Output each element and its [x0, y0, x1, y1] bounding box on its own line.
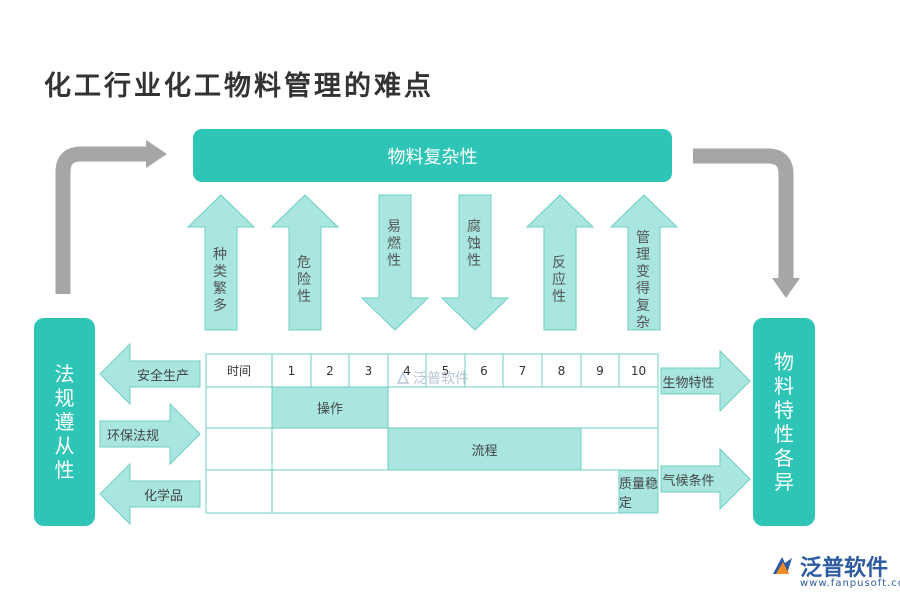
vertical-arrow-label-char: 险	[297, 272, 311, 289]
regulatory-compliance-char: 性	[54, 458, 75, 482]
vertical-arrow-label-char: 性	[297, 289, 311, 306]
vertical-arrow-label-char: 管	[636, 229, 650, 246]
right-arrow-label: 生物特性	[662, 376, 715, 391]
vertical-arrow-label-char: 性	[387, 253, 401, 270]
material-properties-char: 特	[774, 398, 794, 422]
timeline-bar-label: 质量稳定	[619, 476, 659, 511]
vertical-arrow-label-char: 危	[297, 255, 311, 271]
material-properties-char: 异	[774, 470, 794, 494]
watermark-logo-icon	[396, 371, 410, 384]
right-curved-arrow	[693, 148, 794, 278]
vertical-arrow-label-char: 蚀	[467, 236, 481, 253]
timeline-bar	[272, 387, 388, 428]
timeline-border	[205, 353, 659, 514]
vertical-arrow-label-char: 变	[636, 263, 650, 280]
vertical-arrow-label-char: 杂	[636, 314, 650, 331]
left-arrow-shape	[99, 342, 201, 406]
left-curved-arrow	[55, 146, 146, 294]
timeline-bar-label: 流程	[471, 443, 498, 459]
left-arrow-label: 环保法规	[107, 429, 160, 444]
material-complexity-label: 物料复杂性	[387, 146, 478, 168]
timeline-header-period: 9	[596, 363, 604, 378]
material-properties-char: 料	[774, 374, 794, 398]
timeline-header-period: 6	[480, 363, 488, 378]
material-properties-char: 各	[774, 446, 794, 470]
vertical-arrow-up	[525, 194, 595, 331]
vertical-arrow-label-char: 复	[636, 297, 650, 314]
left-curved-arrow-head	[146, 140, 167, 168]
left-arrow-label: 化学品	[144, 489, 184, 504]
material-properties-label: 物料特性各异	[774, 350, 794, 494]
vertical-arrow-label-char: 应	[552, 272, 566, 289]
vertical-arrow-label: 反应性	[552, 255, 566, 306]
vertical-arrow-label-char: 多	[213, 297, 227, 314]
vertical-arrow-down	[360, 194, 430, 331]
material-properties-box: 物料特性各异	[753, 318, 815, 526]
timeline-bar	[388, 428, 581, 470]
right-arrow-label: 气候条件	[662, 474, 715, 489]
timeline-header-period: 4	[403, 363, 411, 378]
brand-logo-icon	[773, 557, 792, 574]
watermark: 泛普软件	[396, 368, 469, 388]
material-complexity-box: 物料复杂性	[193, 129, 672, 182]
regulatory-compliance-char: 遵	[54, 410, 75, 434]
timeline-header-period: 2	[326, 363, 334, 378]
right-arrow-shape	[660, 447, 751, 511]
left-arrow-shape	[99, 402, 201, 466]
vertical-arrow-label-char: 理	[636, 246, 650, 263]
left-arrow-label: 安全生产	[137, 369, 190, 384]
timeline-header-period: 5	[441, 363, 450, 378]
right-arrow-shape	[660, 349, 751, 413]
vertical-arrow-up	[186, 194, 256, 331]
vertical-arrow-label-char: 类	[213, 263, 227, 280]
regulatory-compliance-char: 从	[54, 434, 75, 458]
vertical-arrow-label-char: 性	[552, 289, 566, 306]
material-properties-char: 性	[774, 422, 794, 446]
right-curved-arrow-head	[772, 278, 800, 298]
vertical-arrow-up	[609, 194, 679, 331]
timeline-header-period: 8	[557, 363, 566, 378]
timeline-bar	[619, 470, 658, 513]
timeline-header-period: 1	[287, 363, 296, 378]
vertical-arrow-label-char: 种	[213, 246, 227, 263]
vertical-arrow-label-char: 反	[552, 255, 566, 271]
brand-url: www.fanpusoft.com	[800, 578, 900, 589]
regulatory-compliance-char: 规	[54, 386, 75, 410]
material-properties-char: 物	[774, 350, 794, 374]
left-arrow-shape	[99, 462, 201, 526]
timeline-header-time: 时间	[226, 364, 251, 378]
vertical-arrow-label-char: 易	[387, 219, 401, 235]
brand-logo-text: 泛普软件	[800, 556, 889, 581]
vertical-arrow-label-char: 性	[467, 253, 481, 270]
vertical-arrow-label-char: 腐	[467, 219, 481, 235]
vertical-arrow-up	[270, 194, 340, 331]
timeline-header-period: 10	[630, 363, 647, 378]
page-title: 化工行业化工物料管理的难点	[44, 71, 434, 102]
vertical-arrow-label: 管理变得复杂	[636, 230, 650, 332]
watermark-text: 泛普软件	[413, 371, 469, 387]
vertical-arrow-label-char: 燃	[387, 236, 401, 253]
regulatory-compliance-box: 法规遵从性	[34, 318, 95, 526]
vertical-arrow-label-char: 繁	[213, 280, 227, 297]
vertical-arrow-down	[440, 194, 510, 331]
brand-logo: 泛普软件	[770, 550, 888, 582]
timeline-header-period: 3	[364, 363, 373, 378]
vertical-arrow-label: 种类繁多	[213, 247, 227, 315]
timeline-bar-label: 操作	[316, 402, 343, 417]
vertical-arrow-label: 危险性	[297, 255, 311, 306]
regulatory-compliance-label: 法规遵从性	[55, 362, 75, 482]
timeline-header-period: 7	[518, 363, 527, 378]
vertical-arrow-label: 易燃性	[387, 219, 401, 270]
regulatory-compliance-char: 法	[54, 362, 75, 386]
vertical-arrow-label: 腐蚀性	[467, 219, 481, 270]
vertical-arrow-label-char: 得	[636, 280, 650, 297]
